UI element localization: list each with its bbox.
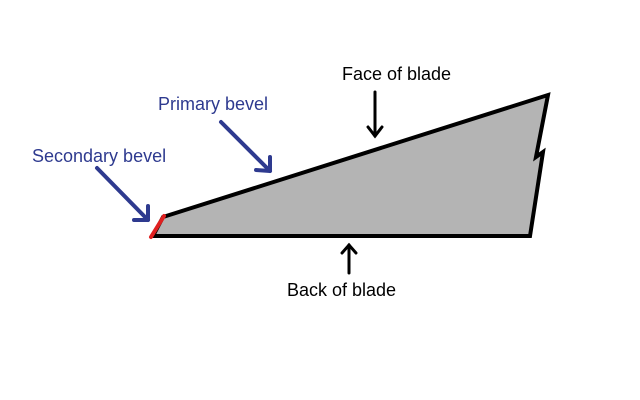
back-of-blade-label: Back of blade [287, 280, 396, 300]
blade-body [149, 92, 551, 238]
primary-bevel-arrow [219, 120, 272, 173]
secondary-bevel-arrow [95, 166, 150, 222]
face-arrow [366, 90, 384, 139]
secondary-bevel-label: Secondary bevel [32, 146, 166, 166]
primary-bevel-label: Primary bevel [158, 94, 268, 114]
back-arrow [340, 242, 358, 275]
secondary-bevel-edge [149, 214, 166, 239]
face-of-blade-label: Face of blade [342, 64, 451, 84]
